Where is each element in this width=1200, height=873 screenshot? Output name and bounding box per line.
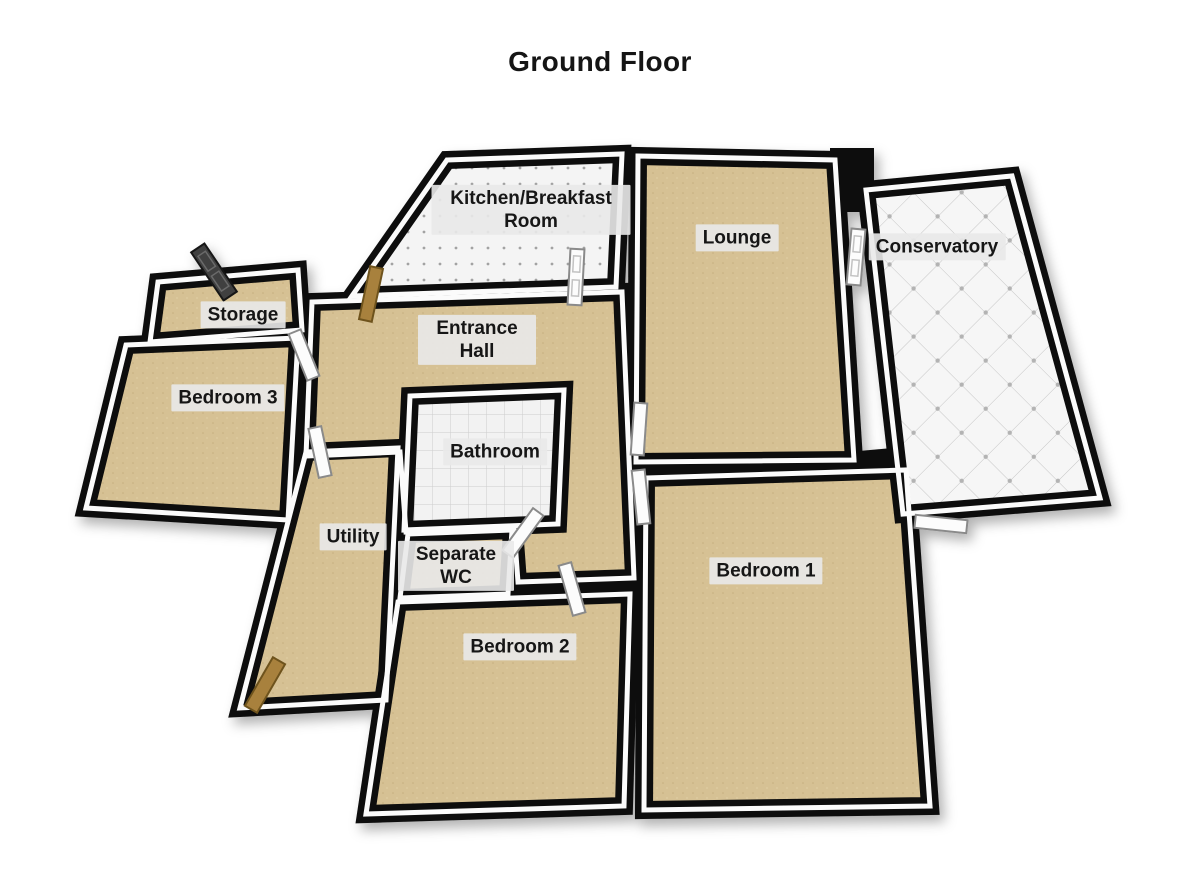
- room-label-bathroom: Bathroom: [443, 438, 547, 466]
- room-label-conservatory: Conservatory: [868, 233, 1006, 261]
- wall-top-highlights: [82, 151, 1104, 817]
- bedroom-1-door: [630, 468, 652, 526]
- room-label-kitchen-breakfast-room: Kitchen/Breakfast Room: [431, 184, 631, 236]
- room-lounge-floor: [626, 146, 864, 472]
- wall-top-bathroom: [401, 387, 567, 533]
- wall-top-conservatory: [863, 173, 1104, 517]
- room-label-lounge: Lounge: [695, 224, 779, 252]
- front-door: [189, 242, 239, 302]
- room-label-bedroom-3: Bedroom 3: [171, 384, 285, 412]
- utility-door: [307, 425, 333, 479]
- room-conservatory-floor: [856, 166, 1112, 524]
- bedroom-2-door: [557, 560, 587, 618]
- rear-door: [243, 655, 287, 715]
- wall-top-bedroom-2: [363, 591, 633, 817]
- room-label-storage: Storage: [200, 301, 286, 329]
- room-label-separate-wc: Separate WC: [398, 540, 514, 592]
- lounge-conservatory-door: [845, 227, 867, 287]
- wall-top-kitchen: [347, 151, 625, 299]
- room-bedroom-3-floor: [74, 328, 308, 530]
- wall-top-utility: [236, 445, 401, 711]
- lounge-door: [629, 401, 649, 457]
- floorplan-title: Ground Floor: [508, 46, 692, 77]
- bedroom-3-door: [287, 328, 321, 382]
- hall-door: [566, 247, 586, 307]
- room-label-entrance-hall: Entrance Hall: [418, 314, 536, 366]
- wall-top-storage: [147, 267, 305, 345]
- room-bedroom-1-floor: [634, 460, 940, 820]
- room-label-bedroom-1: Bedroom 1: [709, 557, 823, 585]
- room-label-bedroom-2: Bedroom 2: [463, 633, 577, 661]
- room-label-utility: Utility: [319, 523, 387, 551]
- room-bedroom-2-floor: [355, 584, 640, 824]
- kitchen-door: [357, 265, 385, 323]
- wall-top-lounge: [633, 153, 857, 465]
- wall-top-bedroom-1: [641, 467, 933, 813]
- doors: [189, 227, 969, 715]
- conservatory-rear-door: [913, 513, 969, 535]
